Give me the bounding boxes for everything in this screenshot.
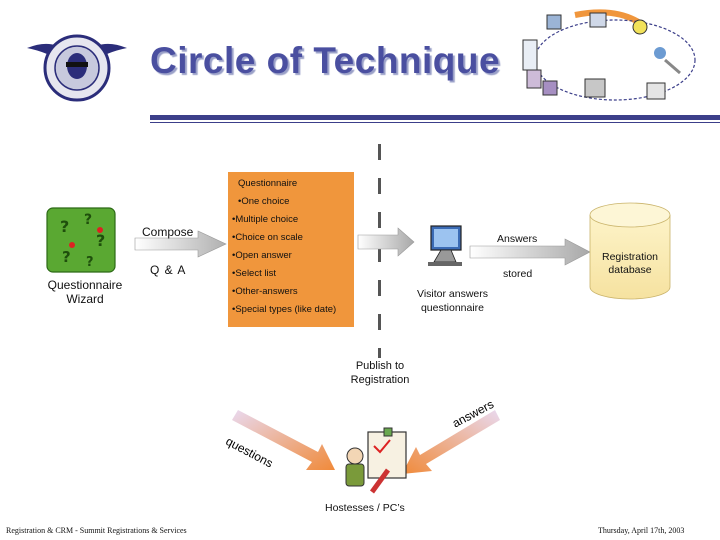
database-label-line2: database (608, 264, 652, 276)
question-type-item: •Select list (232, 268, 276, 279)
compose-label: Compose (142, 225, 194, 239)
footer-right: Thursday, April 17th, 2003 (598, 526, 685, 535)
answers-arrow-left (357, 227, 415, 257)
wizard-label-line2: Wizard (66, 292, 104, 306)
cycle-illustration (515, 5, 715, 115)
answers-arrow (402, 410, 500, 474)
stored-label: stored (503, 268, 533, 280)
question-type-item: •Multiple choice (232, 214, 299, 225)
question-type-item: •Choice on scale (232, 232, 303, 243)
question-type-item: •Special types (like date) (232, 304, 337, 315)
publish-label: Publish to Registration (335, 359, 425, 387)
database-label-line1: Registration (601, 251, 659, 263)
page-title: Circle of Technique (150, 40, 501, 81)
publish-label-line2: Registration (350, 374, 410, 386)
database-label: Registration database (590, 251, 670, 277)
answers-label: Answers (497, 233, 538, 245)
svg-text:?: ? (86, 255, 94, 270)
svg-text:?: ? (96, 231, 105, 250)
database-icon (589, 202, 671, 300)
svg-text:?: ? (62, 248, 71, 266)
title-rule (150, 115, 720, 120)
compose-arrow (134, 230, 227, 258)
question-type-item: •Open answer (232, 250, 292, 261)
question-type-item: •Other-answers (232, 286, 298, 297)
questionnaire-heading: Questionnaire (238, 178, 298, 189)
svg-text:?: ? (84, 212, 92, 228)
questionnaire-box: Questionnaire •One choice •Multiple choi… (228, 172, 354, 327)
title-rule-thin (150, 122, 720, 123)
monitor-icon (428, 225, 462, 266)
vertical-divider (378, 144, 381, 358)
qa-label: Q & A (150, 263, 187, 277)
stored-arrow (469, 238, 591, 266)
hostesses-label: Hostesses / PC’s (325, 502, 405, 514)
visitor-label-line1: Visitor answers (417, 288, 488, 300)
footer-left: Registration & CRM - Summit Registration… (6, 526, 187, 535)
question-type-item: •One choice (238, 196, 290, 207)
visitor-label: Visitor answers questionnaire (405, 287, 500, 315)
wizard-label-line1: Questionnaire (47, 278, 123, 292)
wizard-label: Questionnaire Wizard (40, 278, 130, 306)
wizard-puzzle-icon: ? ? ? ? ? (46, 207, 116, 273)
visitor-label-line2: questionnaire (420, 302, 485, 314)
hostess-clipboard-icon (345, 427, 407, 494)
logo-emblem (22, 18, 132, 110)
publish-label-line1: Publish to (355, 360, 405, 372)
questions-arrow (232, 410, 335, 470)
svg-text:?: ? (60, 217, 69, 236)
